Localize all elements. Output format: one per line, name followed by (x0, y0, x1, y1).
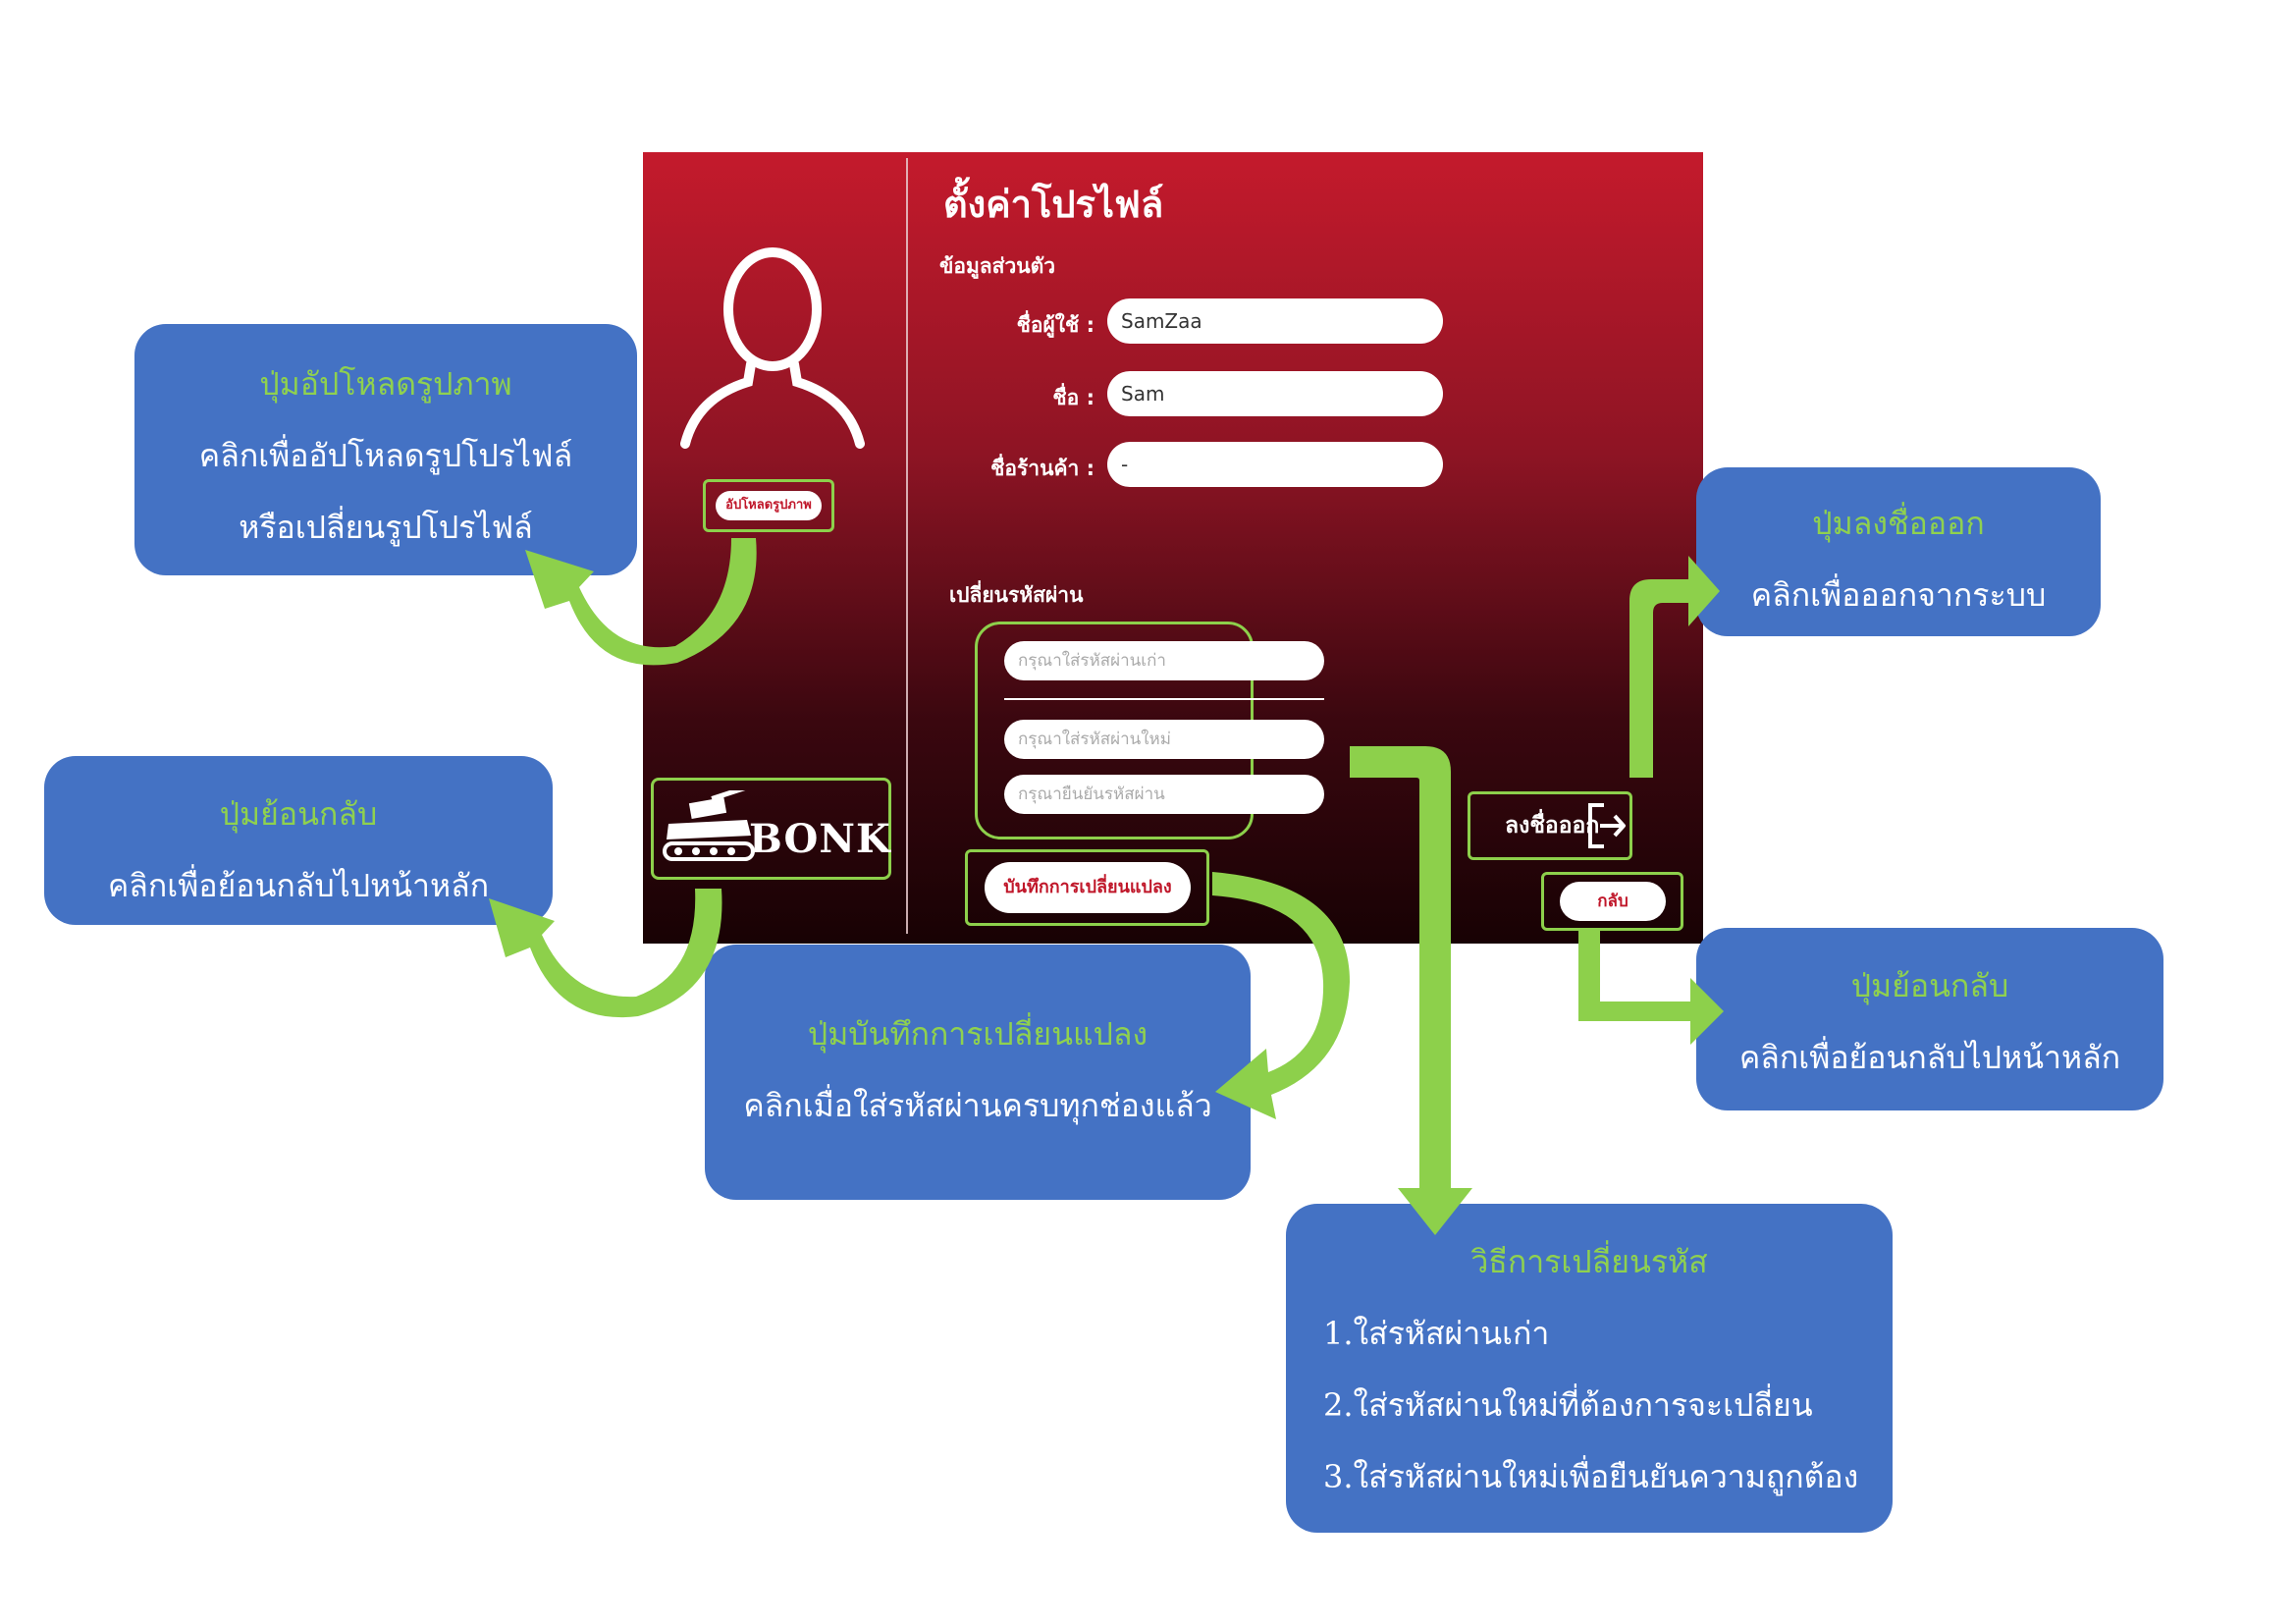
upload-photo-button[interactable]: อัปโหลดรูปภาพ (716, 491, 822, 520)
name-label: ชื่อ : (1052, 386, 1095, 409)
user-avatar-icon (680, 247, 865, 449)
panel-divider (906, 158, 908, 934)
logout-button[interactable]: ลงชื่อออก (1505, 813, 1600, 839)
back-left-callout: ปุ่มย้อนกลับ คลิกเพื่อย้อนกลับไปหน้าหลัก (44, 756, 553, 925)
username-label: ชื่อผู้ใช้ : (1016, 313, 1095, 337)
new-password-input[interactable]: กรุณาใส่รหัสผ่านใหม่ (1004, 720, 1324, 759)
back-button[interactable]: กลับ (1560, 882, 1666, 921)
name-field[interactable]: Sam (1107, 371, 1443, 416)
upload-highlight (703, 479, 834, 532)
callout-step-1: 1.ใส่รหัสผ่านเก่า (1323, 1315, 1550, 1352)
callout-line: คลิกเมื่อใส่รหัสผ่านครบทุกช่องแล้ว (743, 1087, 1212, 1124)
callout-step-2: 2.ใส่รหัสผ่านใหม่ที่ต้องการจะเปลี่ยน (1323, 1386, 1813, 1424)
callout-title: ปุ่มย้อนกลับ (219, 795, 378, 833)
logout-arrow-icon[interactable] (1586, 801, 1628, 850)
change-password-heading: เปลี่ยนรหัสผ่าน (949, 583, 1084, 607)
logo-highlight (651, 778, 891, 880)
username-field[interactable]: SamZaa (1107, 298, 1443, 344)
upload-callout: ปุ่มอัปโหลดรูปภาพ คลิกเพื่ออัปโหลดรูปโปร… (134, 324, 637, 575)
callout-line: คลิกเพื่อออกจากระบบ (1750, 576, 2047, 614)
callout-title: ปุ่มบันทึกการเปลี่ยนแปลง (807, 1015, 1148, 1053)
brand-logo-text[interactable]: BONK (749, 816, 891, 862)
back-highlight (1541, 872, 1683, 931)
profile-settings-window: อัปโหลดรูปภาพ BONK ตั้งค่าโปรไฟล์ ข้อมูล… (643, 152, 1703, 944)
callout-line: คลิกเพื่อย้อนกลับไปหน้าหลัก (107, 867, 490, 904)
logout-callout: ปุ่มลงชื่อออก คลิกเพื่อออกจากระบบ (1696, 467, 2101, 636)
callout-title: ปุ่มอัปโหลดรูปภาพ (259, 365, 512, 403)
callout-title: ปุ่มย้อนกลับ (1850, 967, 2009, 1004)
tank-icon[interactable] (661, 790, 759, 867)
callout-line: คลิกเพื่ออัปโหลดรูปโปรไฟล์ (198, 437, 573, 474)
password-steps-callout: วิธีการเปลี่ยนรหัส 1.ใส่รหัสผ่านเก่า 2.ใ… (1286, 1204, 1893, 1533)
back-right-callout: ปุ่มย้อนกลับ คลิกเพื่อย้อนกลับไปหน้าหลัก (1696, 928, 2163, 1110)
password-separator (1004, 698, 1324, 700)
callout-line: หรือเปลี่ยนรูปโปรไฟล์ (239, 509, 533, 546)
shop-name-field[interactable]: - (1107, 442, 1443, 487)
old-password-input[interactable]: กรุณาใส่รหัสผ่านเก่า (1004, 641, 1324, 680)
callout-step-3: 3.ใส่รหัสผ่านใหม่เพื่อยืนยันความถูกต้อง (1323, 1458, 1859, 1495)
callout-line: คลิกเพื่อย้อนกลับไปหน้าหลัก (1738, 1039, 2121, 1076)
save-callout: ปุ่มบันทึกการเปลี่ยนแปลง คลิกเมื่อใส่รหั… (705, 945, 1251, 1200)
callout-title: วิธีการเปลี่ยนรหัส (1470, 1243, 1708, 1280)
save-changes-button[interactable]: บันทึกการเปลี่ยนแปลง (985, 862, 1191, 913)
confirm-password-input[interactable]: กรุณายืนยันรหัสผ่าน (1004, 775, 1324, 814)
page-title: ตั้งค่าโปรไฟล์ (943, 183, 1164, 226)
shop-name-label: ชื่อร้านค้า : (990, 457, 1095, 480)
save-highlight (965, 849, 1209, 926)
personal-info-heading: ข้อมูลส่วนตัว (939, 254, 1056, 278)
callout-title: ปุ่มลงชื่อออก (1812, 505, 1985, 542)
